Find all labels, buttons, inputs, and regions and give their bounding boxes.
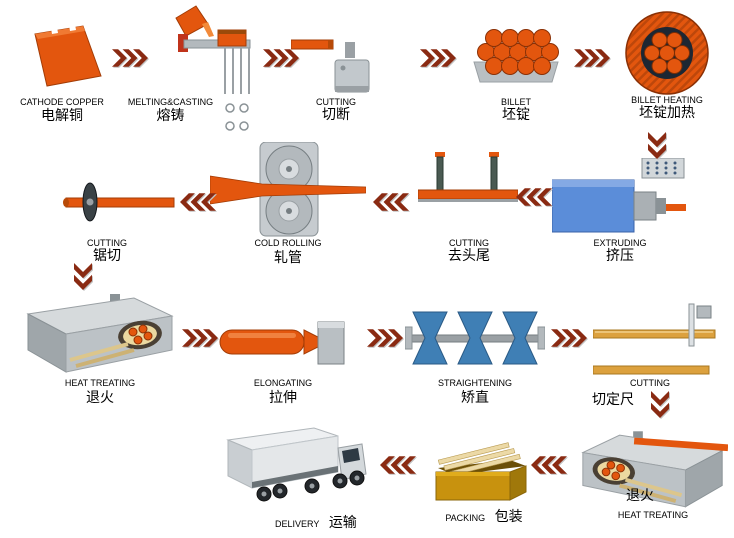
station-cutting-head-tail: CUTTING 去头尾	[414, 148, 524, 264]
station-label-zh: 挤压	[606, 248, 634, 264]
flow-arrow-right-icon	[182, 329, 218, 347]
station-label-en: HEAT TREATING	[64, 378, 136, 388]
cut-to-length-icon	[593, 303, 716, 375]
station-extruding: EXTRUDING 挤压	[550, 156, 690, 264]
station-label-zh: 电解铜	[41, 108, 83, 124]
station-label-en: CUTTING	[316, 97, 356, 107]
station-label-zh: 熔铸	[156, 108, 185, 124]
station-label-zh: 矫直	[461, 390, 489, 406]
flow-arrow-right-icon	[367, 329, 403, 347]
billet-stack-icon	[473, 29, 559, 83]
flow-arrow-right-icon	[263, 49, 299, 67]
station-label-en: BILLET HEATING	[631, 95, 703, 105]
flow-arrow-down-icon	[648, 132, 666, 159]
station-label-en: STRAIGHTENING	[437, 378, 512, 388]
station-label-en: CUTTING	[87, 238, 127, 248]
station-billet: BILLET 坯锭	[460, 26, 572, 126]
station-label-en: PACKING	[445, 513, 486, 523]
elongating-draw-icon	[219, 321, 345, 365]
station-cutting-1: CUTTING 切断	[288, 30, 384, 126]
station-delivery: DELIVERY 运输	[220, 422, 380, 532]
station-label-zh: 包装	[494, 509, 523, 525]
melting-casting-icon	[175, 5, 251, 131]
station-label-zh: 坯锭	[502, 107, 530, 123]
station-label-en: MELTING&CASTING	[127, 97, 214, 107]
station-cathode-copper: CATHODE COPPER 电解铜	[8, 24, 116, 128]
flow-arrow-left-icon	[380, 456, 416, 474]
station-label-zh: 切断	[322, 107, 350, 123]
station-label: DELIVERY 运输	[275, 512, 357, 532]
station-label-zh: 退火	[626, 488, 654, 504]
station-label-en: COLD ROLLING	[254, 238, 322, 248]
station-label: PACKING 包装	[426, 506, 542, 526]
flow-arrow-left-icon	[373, 193, 409, 211]
delivery-truck-icon	[226, 427, 367, 502]
billet-heating-furnace-icon	[625, 11, 709, 95]
flow-arrow-right-icon	[112, 49, 148, 67]
head-tail-cutter-icon	[418, 152, 518, 202]
flow-arrow-right-icon	[574, 49, 610, 67]
station-melting-casting: MELTING&CASTING 熔铸	[118, 4, 268, 144]
station-label-en: DELIVERY	[275, 519, 320, 529]
flow-arrow-left-icon	[531, 456, 567, 474]
cathode-copper-icon	[34, 24, 102, 87]
station-heat-treating-2: 退火 HEAT TREATING	[576, 426, 730, 534]
station-heat-treating-1: HEAT TREATING 退火	[20, 292, 180, 412]
station-label-zh: 退火	[86, 390, 114, 406]
station-label-zh: 运输	[328, 515, 357, 531]
station-label-zh: 去头尾	[448, 248, 490, 264]
flow-arrow-down-icon	[651, 391, 669, 418]
flow-arrow-left-icon	[180, 193, 216, 211]
cutting-machine-icon	[291, 39, 370, 93]
station-sawing: CUTTING 锯切	[52, 180, 202, 270]
station-label-en: BILLET	[500, 97, 531, 107]
station-label-en: CUTTING	[449, 238, 489, 248]
station-cold-rolling: COLD ROLLING 轧管	[208, 142, 368, 272]
extruding-press-icon	[552, 158, 686, 233]
station-label-zh: 坯锭加热	[639, 105, 695, 121]
station-label-zh: 轧管	[274, 250, 302, 266]
station-cutting-to-length: CUTTING 切定尺	[590, 302, 730, 428]
station-label-zh: 锯切	[93, 248, 121, 264]
saw-cutting-icon	[63, 182, 175, 222]
flow-arrow-down-icon	[74, 263, 92, 290]
station-label-en: CUTTING	[630, 378, 670, 388]
station-billet-heating: BILLET HEATING 坯锭加热	[612, 10, 722, 122]
station-label-en: EXTRUDING	[593, 238, 647, 248]
station-label-zh: 拉伸	[269, 390, 297, 406]
straightening-rollers-icon	[405, 311, 545, 365]
station-label-en: CATHODE COPPER	[20, 97, 104, 107]
flow-arrow-left-icon	[516, 188, 552, 206]
station-label-en: ELONGATING	[253, 378, 313, 388]
station-label-en: HEAT TREATING	[617, 510, 689, 520]
flow-arrow-right-icon	[420, 49, 456, 67]
heat-treating-furnace-icon	[580, 429, 728, 509]
cold-rolling-mill-icon	[210, 142, 366, 237]
station-packing: PACKING 包装	[426, 442, 542, 528]
flow-arrow-right-icon	[551, 329, 587, 347]
station-straightening: STRAIGHTENING 矫直	[402, 308, 548, 424]
station-elongating: ELONGATING 拉伸	[216, 316, 350, 426]
heat-treating-furnace-icon	[26, 292, 174, 374]
station-label-zh: 切定尺	[592, 392, 634, 408]
packing-crate-icon	[435, 442, 527, 501]
